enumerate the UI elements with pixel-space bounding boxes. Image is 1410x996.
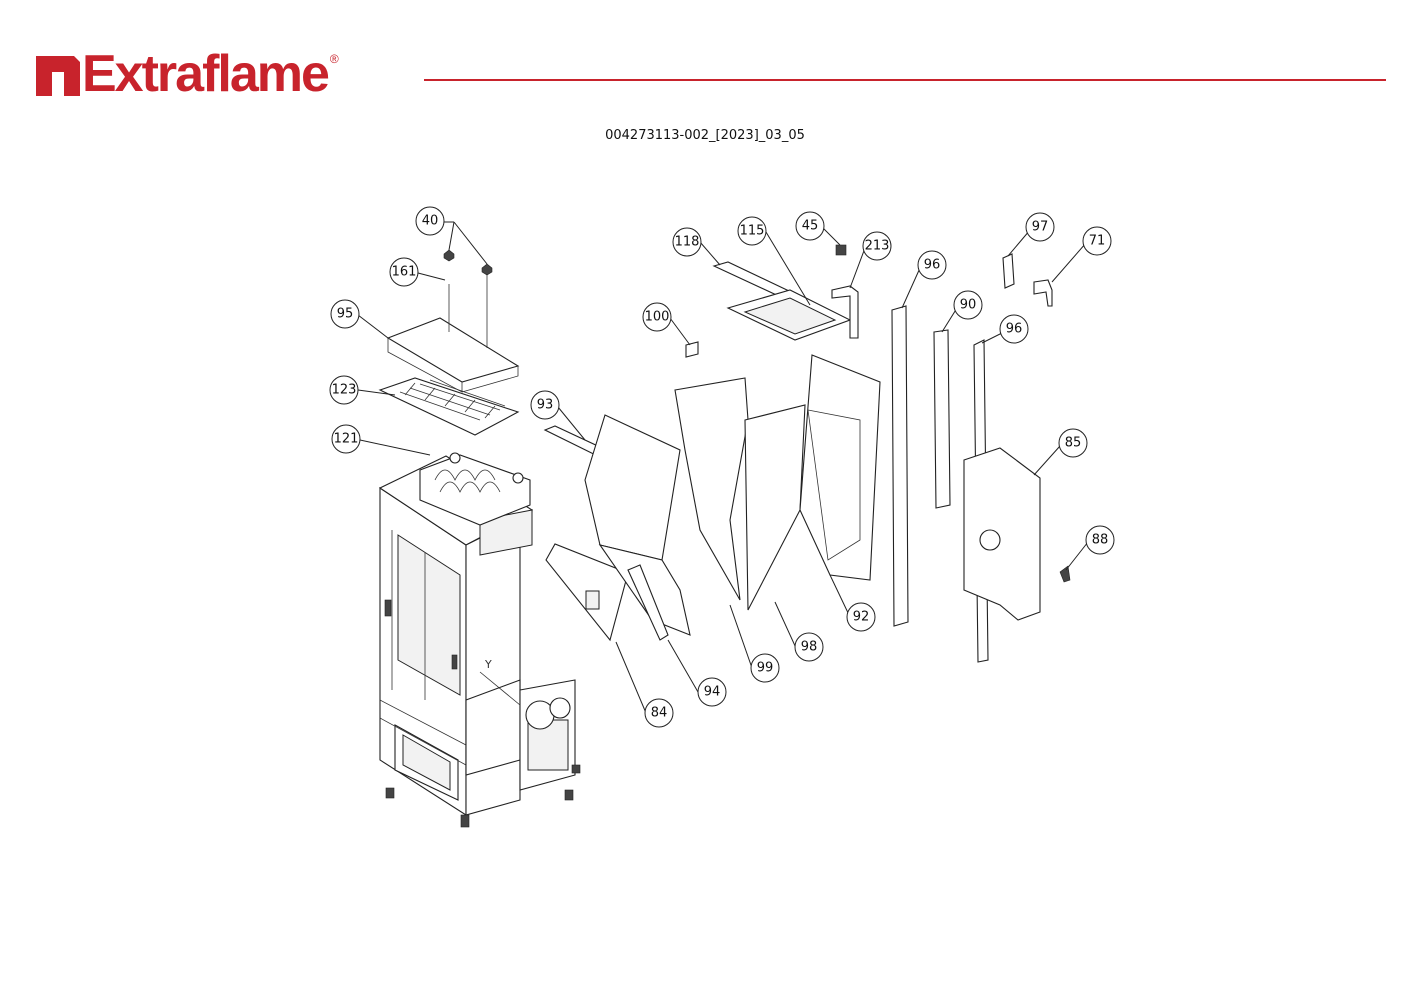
callout-84: 84 <box>644 698 674 728</box>
part-97 <box>1002 253 1015 289</box>
svg-text:92: 92 <box>853 610 870 625</box>
callout-123: 123 <box>329 375 359 405</box>
svg-text:98: 98 <box>801 640 818 655</box>
top-plate <box>386 317 520 393</box>
svg-text:71: 71 <box>1089 234 1106 249</box>
callout-96-upper: 96 <box>917 250 947 280</box>
callout-71: 71 <box>1082 226 1112 256</box>
rear-panel <box>963 447 1041 621</box>
svg-text:96: 96 <box>1006 322 1023 337</box>
svg-text:118: 118 <box>675 235 700 250</box>
callout-95: 95 <box>330 299 360 329</box>
flame-icon <box>36 56 80 96</box>
callout-161: 161 <box>389 257 419 287</box>
axis-marker: Y <box>484 658 492 671</box>
svg-text:45: 45 <box>802 219 819 234</box>
side-panels <box>545 354 881 642</box>
svg-text:85: 85 <box>1065 436 1082 451</box>
svg-text:97: 97 <box>1032 220 1049 235</box>
svg-text:84: 84 <box>651 706 668 721</box>
callout-85: 85 <box>1058 428 1088 458</box>
svg-text:96: 96 <box>924 258 941 273</box>
top-cover-assembly <box>712 244 859 341</box>
callout-97: 97 <box>1025 212 1055 242</box>
svg-text:123: 123 <box>332 383 357 398</box>
svg-text:213: 213 <box>865 239 890 254</box>
callout-213: 213 <box>862 231 892 261</box>
callout-40: 40 <box>415 206 445 236</box>
svg-text:95: 95 <box>337 307 354 322</box>
callout-100: 100 <box>642 302 672 332</box>
threaded-rods <box>443 249 493 348</box>
svg-text:94: 94 <box>704 685 721 700</box>
svg-text:161: 161 <box>392 265 417 280</box>
document-code: 004273113-002_[2023]_03_05 <box>605 128 805 143</box>
callout-118: 118 <box>672 227 702 257</box>
registered-mark: ® <box>329 52 339 66</box>
part-71 <box>1033 279 1053 307</box>
burner-assembly <box>419 452 531 526</box>
callout-88: 88 <box>1085 525 1115 555</box>
svg-text:90: 90 <box>960 298 977 313</box>
callout-98: 98 <box>794 632 824 662</box>
callout-93: 93 <box>530 390 560 420</box>
callout-96-lower: 96 <box>999 314 1029 344</box>
svg-text:115: 115 <box>740 224 765 239</box>
callout-90: 90 <box>953 290 983 320</box>
callout-94: 94 <box>697 677 727 707</box>
part-88 <box>1059 565 1071 583</box>
callout-92: 92 <box>846 602 876 632</box>
callout-115: 115 <box>737 216 767 246</box>
svg-text:93: 93 <box>537 398 554 413</box>
callout-99: 99 <box>750 653 780 683</box>
leader-lines <box>357 221 1089 714</box>
callout-121: 121 <box>331 424 361 454</box>
bracket-100 <box>685 341 699 358</box>
svg-text:121: 121 <box>334 432 359 447</box>
brand-logo: Extraflame ® <box>34 48 339 100</box>
svg-text:99: 99 <box>757 661 774 676</box>
svg-text:100: 100 <box>645 310 670 325</box>
header-rule <box>424 79 1386 81</box>
stove-frame <box>378 455 581 828</box>
brand-wordmark: Extraflame <box>82 45 330 103</box>
grate-part <box>378 377 520 436</box>
svg-text:88: 88 <box>1092 533 1109 548</box>
callout-45: 45 <box>795 211 825 241</box>
svg-text:40: 40 <box>422 214 439 229</box>
